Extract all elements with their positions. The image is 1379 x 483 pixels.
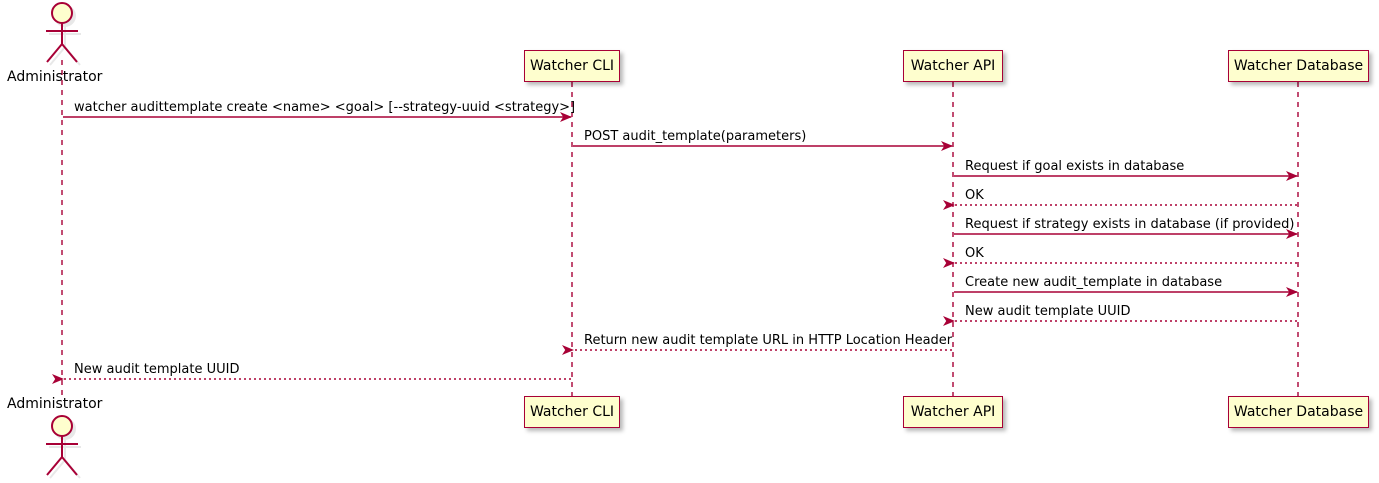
participant-box-watcher-api-top[interactable]: Watcher API xyxy=(903,50,1003,82)
participant-label: Watcher Database xyxy=(1233,404,1364,420)
participant-box-watcher-database-bottom[interactable]: Watcher Database xyxy=(1228,396,1369,428)
actor-leg-left xyxy=(46,456,63,476)
actor-figure-administrator-bottom xyxy=(46,415,81,479)
message-label-7: Create new audit_template in database xyxy=(965,275,1223,290)
message-arrows-group xyxy=(52,112,1298,384)
actor-figures-group xyxy=(46,2,81,479)
participant-label: Watcher API xyxy=(910,58,996,74)
participant-label: Watcher CLI xyxy=(529,58,615,74)
message-label-8: New audit template UUID xyxy=(965,304,1131,319)
participant-box-watcher-cli-top[interactable]: Watcher CLI xyxy=(524,50,620,82)
actor-leg-left xyxy=(49,459,66,479)
actor-label-administrator-top-label: Administrator xyxy=(7,69,103,85)
participant-label: Watcher API xyxy=(910,404,996,420)
actor-leg-right xyxy=(61,43,78,63)
message-label-4: OK xyxy=(965,188,984,203)
actor-leg-left xyxy=(46,43,63,63)
actor-head xyxy=(51,415,73,437)
message-label-3: Request if goal exists in database xyxy=(965,159,1185,174)
message-label-10: New audit template UUID xyxy=(74,362,240,377)
message-label-5: Request if strategy exists in database (… xyxy=(965,217,1295,232)
actor-figure-administrator-top xyxy=(46,2,81,66)
actor-leg-left xyxy=(49,46,66,66)
actor-label-administrator-bottom-label: Administrator xyxy=(7,396,103,412)
participant-label: Watcher Database xyxy=(1233,58,1364,74)
actor-head xyxy=(51,2,73,24)
participant-box-watcher-api-bottom[interactable]: Watcher API xyxy=(903,396,1003,428)
message-label-6: OK xyxy=(965,246,984,261)
message-label-9: Return new audit template URL in HTTP Lo… xyxy=(584,333,953,348)
lifelines-group xyxy=(61,60,1299,400)
message-label-2: POST audit_template(parameters) xyxy=(584,129,807,144)
actor-leg-right xyxy=(61,456,78,476)
participant-box-watcher-database-top[interactable]: Watcher Database xyxy=(1228,50,1369,82)
participant-box-watcher-cli-bottom[interactable]: Watcher CLI xyxy=(524,396,620,428)
message-label-1: watcher audittemplate create <name> <goa… xyxy=(74,100,576,115)
participant-label: Watcher CLI xyxy=(529,404,615,420)
